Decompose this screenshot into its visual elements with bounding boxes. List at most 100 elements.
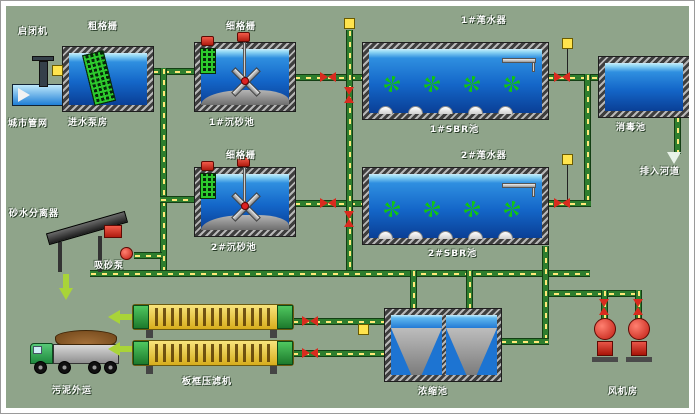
sensor-icon[interactable] — [52, 65, 63, 76]
diffuser-icon — [408, 231, 423, 239]
decanter-device[interactable] — [502, 58, 536, 63]
valve-icon[interactable] — [344, 87, 354, 103]
pipe-segment — [410, 270, 417, 312]
label-disinfection-tank: 消毒池 — [616, 123, 647, 133]
label-filter-press: 板框压滤机 — [182, 377, 233, 387]
valve-icon[interactable] — [302, 316, 318, 326]
hopper — [391, 328, 442, 375]
cell-divider — [442, 315, 446, 375]
diffuser-icon — [378, 106, 393, 114]
pipe-segment — [466, 270, 473, 312]
diffuser-icon — [498, 231, 513, 239]
label-outfall: 排入河道 — [640, 167, 681, 177]
sensor-lead — [567, 49, 568, 74]
hopper — [446, 328, 497, 375]
decanter-device[interactable] — [502, 183, 536, 188]
press-leg — [146, 330, 153, 338]
sensor-icon[interactable] — [344, 18, 355, 29]
sludge-load — [55, 330, 117, 345]
agitator-hub — [241, 202, 249, 210]
sand-pump-icon[interactable] — [120, 247, 133, 260]
thickener-tank — [384, 308, 502, 382]
aerator-icon[interactable] — [384, 201, 400, 217]
blower-body — [597, 341, 613, 356]
blower-unit[interactable] — [592, 318, 618, 362]
truck-wheel — [58, 361, 71, 374]
press-end-cap — [133, 341, 149, 365]
press-end-cap — [277, 341, 293, 365]
sensor-icon[interactable] — [562, 38, 573, 49]
valve-icon[interactable] — [344, 211, 354, 227]
fine-screen-icon[interactable] — [200, 173, 216, 199]
diffuser-icon — [408, 106, 423, 114]
valve-icon[interactable] — [320, 72, 336, 82]
valve-icon[interactable] — [320, 198, 336, 208]
sensor-icon[interactable] — [358, 324, 369, 335]
valve-icon[interactable] — [599, 299, 609, 315]
diffuser-icon — [498, 106, 513, 114]
filter-press-machine[interactable] — [132, 340, 294, 366]
aerator-icon[interactable] — [424, 76, 440, 92]
label-coarse-screen: 粗格栅 — [88, 22, 119, 32]
truck-wheel — [34, 361, 47, 374]
pipe-segment — [90, 270, 590, 277]
agitator-icon[interactable] — [228, 189, 262, 223]
pipe-segment — [674, 116, 681, 154]
label-sbr-tank-2: 2#SBR池 — [428, 249, 478, 259]
label-sand-pump: 吸砂泵 — [94, 261, 125, 271]
agitator-motor-icon[interactable] — [237, 32, 250, 42]
filter-press-machine[interactable] — [132, 304, 294, 330]
valve-icon[interactable] — [554, 72, 570, 82]
valve-icon[interactable] — [633, 299, 643, 315]
pipe-segment — [292, 318, 386, 325]
aerator-icon[interactable] — [464, 76, 480, 92]
aerator-icon[interactable] — [504, 201, 520, 217]
pipe-segment — [542, 290, 642, 297]
outfall-arrow-icon — [667, 152, 681, 164]
pipe-segment — [542, 246, 549, 342]
label-city-network: 城市管网 — [8, 119, 49, 129]
cake-discharge-arrow-icon — [108, 342, 120, 356]
label-grit-tank-1: 1#沉砂池 — [209, 118, 255, 128]
diffuser-icon — [378, 231, 393, 239]
gate-icon[interactable] — [39, 61, 48, 87]
separator-drive-icon[interactable] — [104, 225, 122, 238]
label-sbr-tank-1: 1#SBR池 — [430, 125, 480, 135]
label-hoist: 启闭机 — [18, 27, 49, 37]
pipe-segment — [346, 30, 353, 274]
valve-icon[interactable] — [302, 348, 318, 358]
thickener-cell — [446, 315, 497, 375]
agitator-icon[interactable] — [228, 64, 262, 98]
aerator-icon[interactable] — [464, 201, 480, 217]
press-leg — [146, 366, 153, 374]
agitator-motor-icon[interactable] — [237, 157, 250, 167]
separator-leg — [58, 242, 62, 272]
label-thickener: 浓缩池 — [418, 387, 449, 397]
press-leg — [270, 330, 277, 338]
blower-unit[interactable] — [626, 318, 652, 362]
sensor-icon[interactable] — [562, 154, 573, 165]
blower-base — [626, 357, 652, 362]
water — [605, 63, 683, 111]
valve-icon[interactable] — [554, 198, 570, 208]
blower-fan-icon — [628, 318, 650, 340]
wastewater-process-diagram: 启闭机 粗格栅 细格栅 1#滗水器 城市管网 进水泵房 1#沉砂池 1#SBR池… — [6, 6, 689, 408]
aerator-icon[interactable] — [384, 76, 400, 92]
aerator-icon[interactable] — [424, 201, 440, 217]
sand-discharge-line — [63, 274, 69, 288]
label-sludge-truck: 污泥外运 — [52, 386, 93, 396]
aerator-icon[interactable] — [504, 76, 520, 92]
screen-motor-icon[interactable] — [201, 36, 214, 46]
truck-window — [33, 346, 42, 354]
label-decanter-1: 1#滗水器 — [461, 16, 507, 26]
screen-motor-icon[interactable] — [201, 161, 214, 171]
pipe-segment — [500, 338, 549, 345]
fine-screen-icon[interactable] — [200, 48, 216, 74]
pipe-segment — [160, 68, 167, 272]
label-fine-screen-1: 细格栅 — [226, 22, 257, 32]
cake-line — [120, 346, 132, 352]
sensor-lead — [567, 165, 568, 200]
thickener-cell — [391, 315, 442, 375]
pipe-segment — [292, 350, 386, 357]
pipe-segment — [160, 196, 198, 203]
